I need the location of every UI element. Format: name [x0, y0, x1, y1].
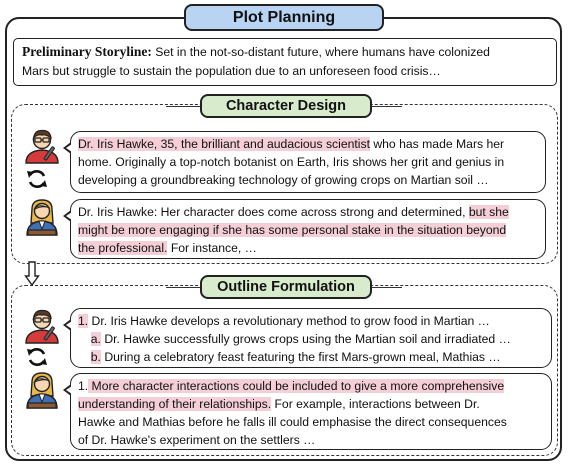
reviewer-outline-highlight-2: understanding of their relationships.: [78, 397, 272, 411]
reviewer-outline-text-4: of Dr. Hawke's experiment on the settler…: [78, 433, 316, 447]
outline-item-1a-text: Dr. Hawke successfully grows crops using…: [100, 332, 511, 346]
storyline-text-2: Mars but struggle to sustain the populat…: [22, 64, 441, 78]
writer-character-text-2: home. Originally a top-notch botanist on…: [78, 155, 505, 169]
outline-formulation-title: Outline Formulation: [200, 275, 372, 299]
reviewer-outline-number: 1.: [78, 379, 89, 393]
reviewer-outline-text-2: For example, interactions between Dr.: [271, 397, 480, 411]
outline-item-1b-text: During a celebratory feast featuring the…: [100, 350, 501, 364]
writer-character-bubble: Dr. Iris Hawke, 35, the brilliant and au…: [63, 131, 546, 193]
writer-character-highlight: Dr. Iris Hawke, 35, the brilliant and au…: [78, 137, 370, 151]
outline-item-1a-number: a.: [90, 332, 101, 346]
refresh-cycle-icon: [27, 348, 47, 366]
outline-item-1-number: 1.: [78, 314, 89, 328]
reviewer-outline-bubble: 1. More character interactions could be …: [63, 373, 552, 450]
writer-avatar-icon: [25, 129, 59, 164]
reviewer-character-text-1: Dr. Iris Hawke: Her character does come …: [78, 205, 469, 219]
reviewer-character-highlight-2: might be more engaging if she has some p…: [78, 223, 507, 237]
reviewer-character-highlight-1: but she: [468, 205, 509, 219]
writer-avatar-icon: [25, 309, 59, 344]
reviewer-avatar-icon: [26, 199, 58, 236]
writer-character-text-1: who has made Mars her: [369, 137, 505, 151]
writer-outline-bubble: 1. Dr. Iris Hawke develops a revolutiona…: [63, 308, 552, 368]
reviewer-outline-highlight-1: More character interactions could be inc…: [88, 379, 505, 393]
outline-item-1b-number: b.: [90, 350, 101, 364]
outline-item-1-text: Dr. Iris Hawke develops a revolutionary …: [88, 314, 490, 328]
storyline-label: Preliminary Storyline:: [22, 44, 152, 59]
character-design-title: Character Design: [200, 94, 372, 118]
refresh-cycle-icon: [27, 170, 47, 188]
down-arrow-icon: [24, 261, 40, 287]
reviewer-character-highlight-3: the professional.: [78, 241, 168, 255]
writer-character-text-3: developing a groundbreaking technology o…: [78, 173, 489, 187]
reviewer-avatar-icon: [26, 372, 58, 409]
plot-planning-title: Plot Planning: [184, 4, 384, 31]
storyline-text-1: Set in the not-so-distant future, where …: [151, 45, 490, 59]
reviewer-character-text-3: For instance, …: [167, 241, 257, 255]
preliminary-storyline-box: Preliminary Storyline: Set in the not-so…: [13, 38, 557, 86]
reviewer-character-bubble: Dr. Iris Hawke: Her character does come …: [63, 199, 546, 259]
reviewer-outline-text-3: Hawke and Mathias before he falls ill co…: [78, 415, 507, 429]
